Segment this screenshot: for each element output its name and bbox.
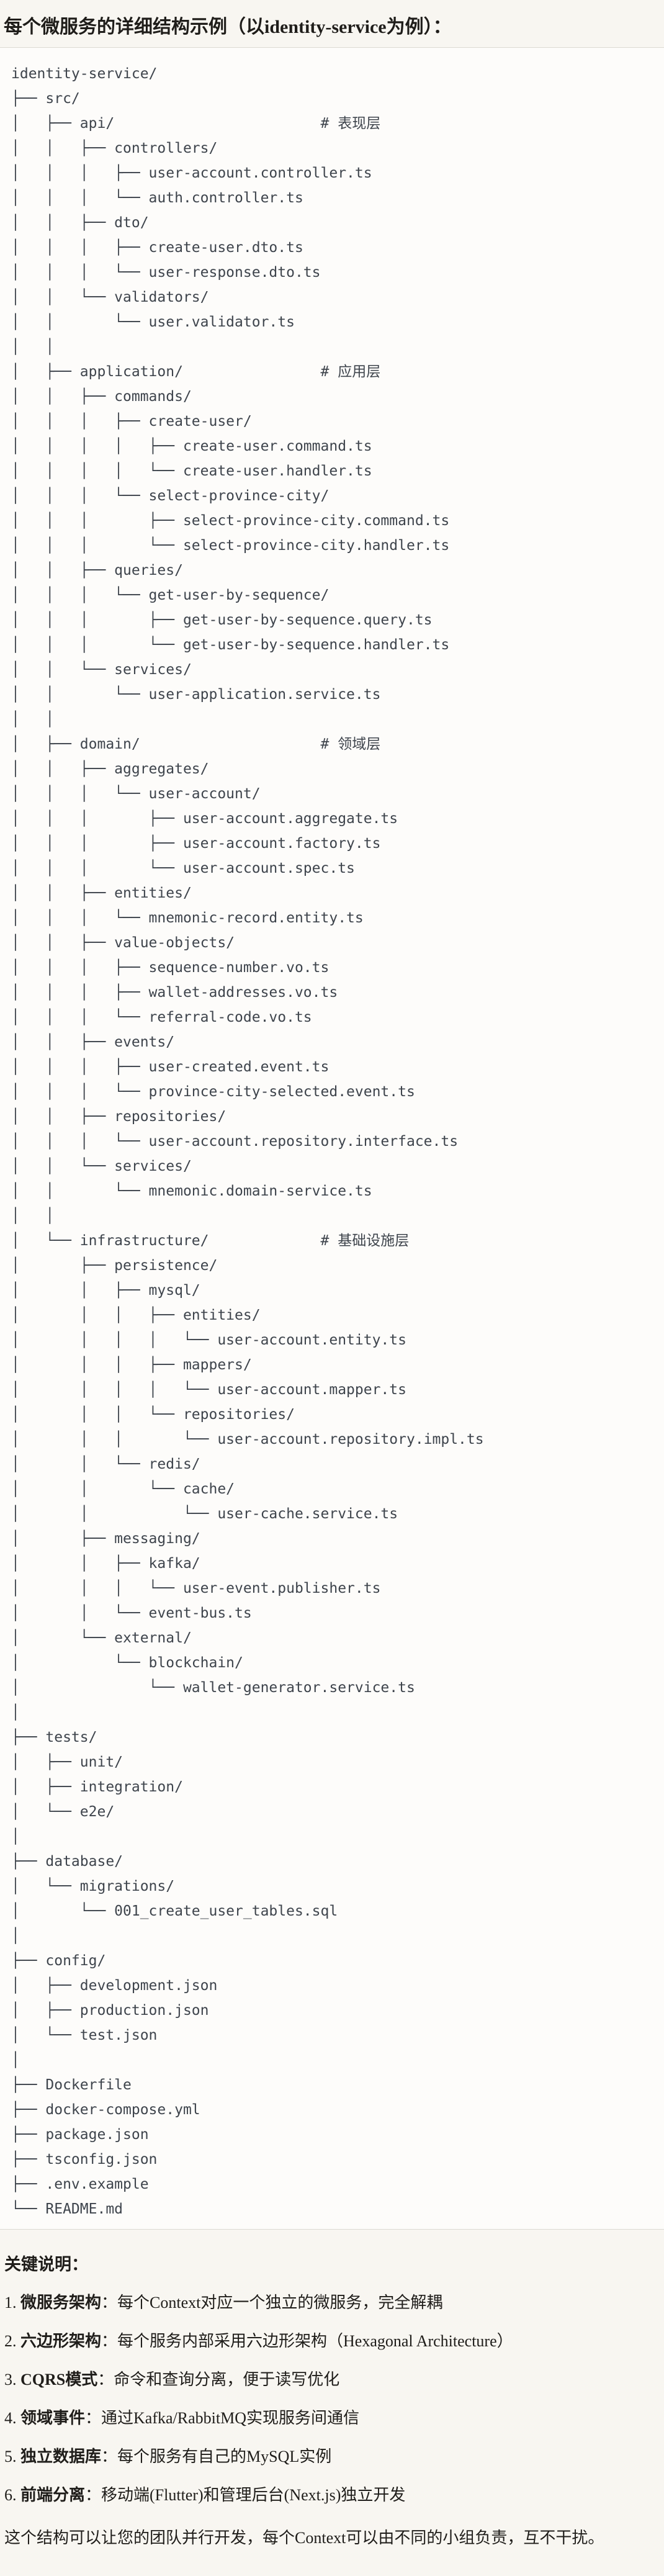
note-item: 6. 前端分离：移动端(Flutter)和管理后台(Next.js)独立开发 (4, 2484, 658, 2506)
note-number: 2. (4, 2332, 20, 2351)
note-item: 3. CQRS模式：命令和查询分离，便于读写优化 (4, 2369, 658, 2390)
file-tree: identity-service/ ├── src/ │ ├── api/ # … (11, 66, 484, 2217)
note-item: 5. 独立数据库：每个服务有自己的MySQL实例 (4, 2446, 658, 2467)
note-label: 独立数据库 (20, 2448, 102, 2466)
note-number: 6. (4, 2486, 20, 2505)
closing-paragraph: 这个结构可以让您的团队并行开发，每个Context可以由不同的小组负责，互不干扰… (4, 2528, 604, 2547)
note-text: ：每个Context对应一个独立的微服务，完全解耦 (101, 2294, 443, 2312)
note-label: 前端分离 (20, 2486, 86, 2505)
note-number: 5. (4, 2448, 20, 2466)
note-number: 4. (4, 2409, 20, 2428)
note-label: 领域事件 (20, 2409, 86, 2428)
note-item: 1. 微服务架构：每个Context对应一个独立的微服务，完全解耦 (4, 2292, 658, 2313)
note-text: ：通过Kafka/RabbitMQ实现服务间通信 (85, 2409, 359, 2428)
page-title: 每个微服务的详细结构示例（以identity-service为例）： (4, 17, 452, 37)
code-block: identity-service/ ├── src/ │ ├── api/ # … (0, 47, 664, 2230)
note-number: 3. (4, 2371, 20, 2389)
note-item: 2. 六边形架构：每个服务内部采用六边形架构（Hexagonal Archite… (4, 2330, 658, 2352)
note-text: ：每个服务内部采用六边形架构（Hexagonal Architecture） (101, 2332, 513, 2351)
note-label: 微服务架构 (20, 2294, 102, 2312)
note-text: ：移动端(Flutter)和管理后台(Next.js)独立开发 (85, 2486, 406, 2505)
note-item: 4. 领域事件：通过Kafka/RabbitMQ实现服务间通信 (4, 2407, 658, 2429)
note-text: ：命令和查询分离，便于读写优化 (97, 2371, 340, 2389)
note-label: 六边形架构 (20, 2332, 102, 2351)
note-number: 1. (4, 2294, 20, 2312)
notes-section: 关键说明： 1. 微服务架构：每个Context对应一个独立的微服务，完全解耦 … (0, 2251, 664, 2560)
note-text: ：每个服务有自己的MySQL实例 (101, 2448, 332, 2466)
notes-heading: 关键说明： (4, 2255, 88, 2274)
note-label: CQRS模式 (20, 2371, 98, 2389)
